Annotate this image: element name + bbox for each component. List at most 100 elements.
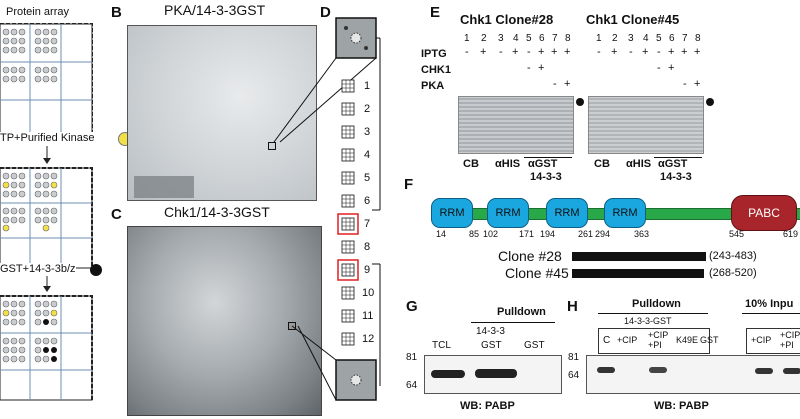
- panel-d-number-9: 9: [364, 264, 371, 276]
- panel-h-blot: [586, 355, 800, 394]
- panel-d-number-10: 10: [362, 287, 375, 299]
- panel-d-number-1: 1: [364, 80, 371, 92]
- panel-h-input: 10% Inpu: [745, 298, 794, 310]
- panel-f-label: F: [404, 176, 414, 193]
- label-ahis: αHIS: [495, 158, 521, 170]
- chk1-sign: +: [538, 62, 545, 74]
- panel-h-mw-81: 81: [568, 352, 580, 363]
- panel-e-clone45-title: Chk1 Clone#45: [586, 12, 680, 27]
- position-194: 194: [540, 229, 556, 239]
- lane-number: 1: [596, 33, 602, 44]
- panel-h-input-box: [746, 328, 800, 354]
- pka-sign: +: [694, 78, 701, 90]
- lane-number: 2: [481, 33, 487, 44]
- panel-b-title: PKA/14-3-3GST: [164, 2, 266, 18]
- panel-c-title: Chk1/14-3-3GST: [164, 204, 270, 220]
- panel-h-col-k49e: K49E: [676, 335, 699, 345]
- label-cb: CB: [463, 158, 479, 170]
- panel-g-gst: GST: [524, 340, 545, 351]
- band-marker-dot-icon: [576, 98, 584, 106]
- position-545: 545: [729, 229, 745, 239]
- pka-sign: -: [683, 78, 687, 90]
- iptg-sign: -: [657, 46, 661, 58]
- panel-g-wb: WB: PABP: [460, 400, 515, 412]
- position-14: 14: [436, 229, 447, 239]
- band-marker-dot-icon: [706, 98, 714, 106]
- iptg-sign: -: [499, 46, 503, 58]
- iptg-sign: +: [551, 46, 558, 58]
- chk1-sign: -: [657, 62, 661, 74]
- clone45-bar: [572, 269, 704, 278]
- panel-d-zoom-graphic: [273, 17, 381, 401]
- panel-g-blot: [424, 355, 562, 394]
- lane-number: 5: [526, 33, 532, 44]
- panel-a-step2: GST+14-3-3b/z: [0, 263, 76, 275]
- panel-d-number-5: 5: [364, 172, 371, 184]
- panel-d-number-11: 11: [362, 310, 374, 322]
- panel-b-array-image: [127, 25, 317, 201]
- position-85: 85: [469, 229, 480, 239]
- lane-number: 7: [682, 33, 688, 44]
- iptg-sign: +: [512, 46, 519, 58]
- iptg-sign: +: [538, 46, 545, 58]
- panel-e-row-pka: PKA: [421, 80, 445, 92]
- iptg-sign: +: [642, 46, 649, 58]
- label-agst-1433: 14-3-3: [660, 171, 692, 183]
- panel-d-number-6: 6: [364, 195, 371, 207]
- lane-number: 4: [513, 33, 519, 44]
- lane-number: 8: [565, 33, 571, 44]
- panel-a-title: Protein array: [6, 6, 69, 18]
- lane-number: 3: [498, 33, 504, 44]
- panel-e-row-iptg: IPTG: [421, 48, 447, 60]
- lane-number: 4: [643, 33, 649, 44]
- panel-a-step1: TP+Purified Kinase: [0, 132, 95, 144]
- iptg-sign: +: [681, 46, 688, 58]
- lane-number: 8: [695, 33, 701, 44]
- panel-g-mw-81: 81: [406, 352, 418, 363]
- panel-h-col-cip: +CIP: [617, 335, 638, 345]
- chk1-sign: -: [527, 62, 531, 74]
- clone28-range: (243-483): [709, 250, 757, 262]
- label-cb: CB: [594, 158, 610, 170]
- panel-b-label: B: [111, 4, 122, 21]
- highlight-box-7: [337, 213, 359, 235]
- iptg-sign: +: [564, 46, 571, 58]
- domain-rrm-3: RRM: [546, 198, 588, 228]
- panel-h-col-c: C: [603, 335, 611, 346]
- panel-g-pulldown-line: [471, 322, 555, 323]
- highlight-box-9: [337, 259, 359, 281]
- iptg-sign: -: [527, 46, 531, 58]
- clone45-label: Clone #45: [505, 265, 569, 281]
- iptg-sign: -: [629, 46, 633, 58]
- iptg-sign: -: [465, 46, 469, 58]
- panel-e-gel-clone45: [588, 96, 704, 154]
- panel-d-number-2: 2: [364, 103, 371, 115]
- panel-e-gel-clone28: [458, 96, 574, 154]
- clone45-range: (268-520): [709, 267, 757, 279]
- label-ahis: αHIS: [626, 158, 652, 170]
- lane-number: 5: [656, 33, 662, 44]
- underline: [654, 157, 702, 158]
- panel-h-input-cip-pi: +CIP +PI: [780, 330, 800, 350]
- label-agst: αGST: [658, 158, 688, 170]
- lane-number: 7: [552, 33, 558, 44]
- panel-h-header-box: [598, 328, 710, 354]
- panel-h-wb: WB: PABP: [654, 400, 709, 412]
- pka-sign: -: [553, 78, 557, 90]
- iptg-sign: +: [480, 46, 487, 58]
- panel-h-input-line: [742, 313, 800, 314]
- position-261: 261: [578, 229, 594, 239]
- panel-d-number-7: 7: [364, 218, 371, 230]
- panel-d-number-8: 8: [364, 241, 371, 253]
- panel-h-1433-gst: 14-3-3-GST: [624, 316, 672, 326]
- iptg-sign: -: [597, 46, 601, 58]
- panel-d-number-12: 12: [362, 333, 375, 345]
- panel-g-tcl: TCL: [432, 340, 451, 351]
- underline: [524, 157, 572, 158]
- panel-e-clone28-title: Chk1 Clone#28: [460, 12, 554, 27]
- panel-h-input-cip: +CIP: [751, 335, 772, 345]
- position-102: 102: [483, 229, 499, 239]
- position-619: 619: [783, 229, 799, 239]
- chk1-sign: +: [668, 62, 675, 74]
- panel-a-schematic: [0, 23, 93, 401]
